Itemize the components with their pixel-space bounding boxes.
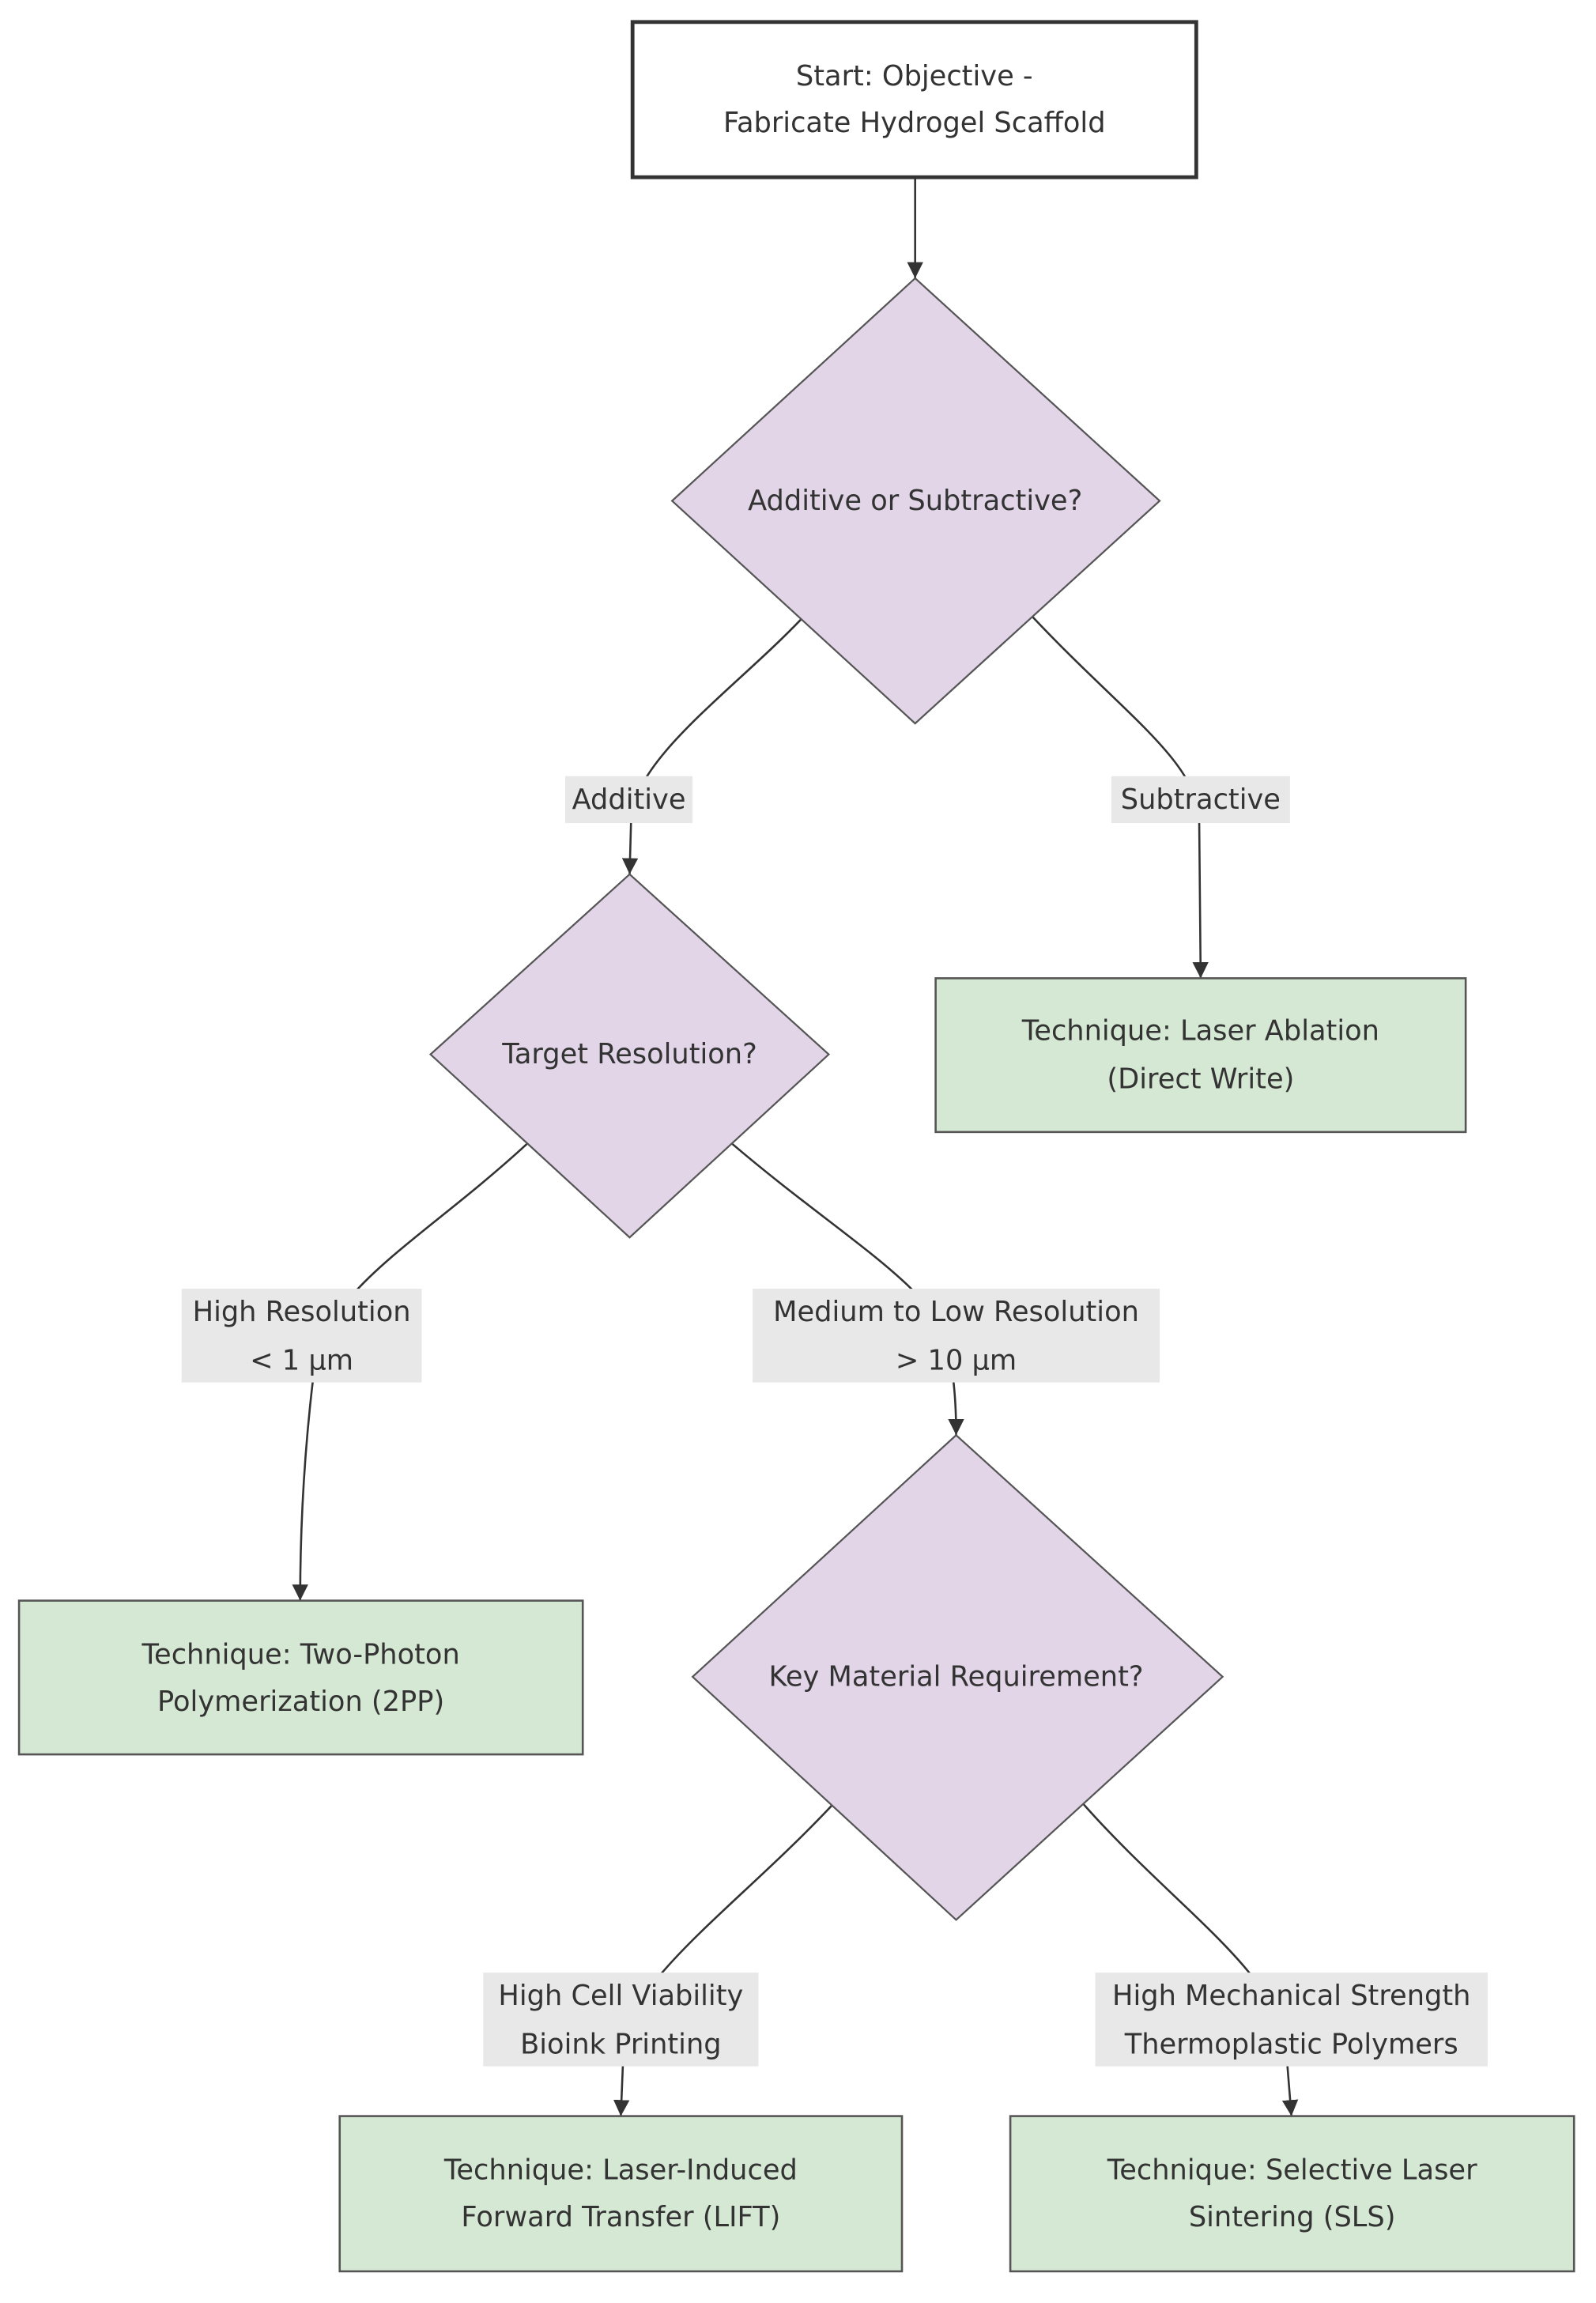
edge-additive: [621, 618, 802, 874]
technique-two-photon: Technique: Two-Photon Polymerization (2P…: [17, 1599, 584, 1756]
decision-additive-or-subtractive: Additive or Subtractive?: [670, 277, 1161, 725]
technique-text-line-2: Polymerization (2PP): [157, 1686, 444, 1718]
technique-box: [1009, 2115, 1575, 2273]
technique-text-line-1: Technique: Selective Laser: [1107, 2154, 1477, 2187]
edge-label-background: [181, 1289, 422, 1383]
technique-text-line-1: Technique: Laser Ablation: [1021, 1015, 1379, 1048]
edge-label-text-line-2: < 1 μm: [250, 1344, 353, 1376]
edge-label-text: Subtractive: [1121, 783, 1281, 816]
decision-text: Additive or Subtractive?: [748, 485, 1082, 517]
edge-label-high-resolution: High Resolution < 1 μm: [181, 1289, 422, 1383]
decision-diamond: [428, 873, 831, 1239]
nodes: Start: Objective - Fabricate Hydrogel Sc…: [17, 20, 1575, 2273]
technique-box: [338, 2115, 904, 2273]
edge-label-text-line-1: High Mechanical Strength: [1112, 1980, 1470, 2012]
decision-target-resolution: Target Resolution?: [428, 873, 831, 1239]
edge-label-background: [1111, 776, 1290, 824]
edge-label-background: [564, 776, 693, 824]
technique-sls: Technique: Selective Laser Sintering (SL…: [1009, 2115, 1575, 2273]
decision-text: Target Resolution?: [501, 1038, 757, 1070]
edge-label-medium-low-resolution: Medium to Low Resolution > 10 μm: [753, 1289, 1160, 1383]
technique-text-line-2: (Direct Write): [1107, 1063, 1294, 1096]
edge-label-high-mechanical-strength: High Mechanical Strength Thermoplastic P…: [1095, 1973, 1488, 2067]
decision-text: Key Material Requirement?: [769, 1660, 1144, 1693]
edge-label-text: Additive: [572, 783, 686, 816]
decision-diamond: [670, 277, 1161, 725]
edge-labels: Additive Subtractive High Resolution < 1…: [181, 776, 1488, 2067]
start-node-text-line-2: Fabricate Hydrogel Scaffold: [723, 107, 1106, 139]
decision-diamond: [691, 1433, 1224, 1921]
technique-box: [17, 1599, 584, 1756]
start-node: Start: Objective - Fabricate Hydrogel Sc…: [630, 20, 1198, 179]
edge-label-subtractive: Subtractive: [1111, 776, 1290, 824]
start-node-text-line-1: Start: Objective -: [796, 60, 1033, 92]
start-node-box: [630, 20, 1198, 179]
edge-high-mechanical-strength: [1082, 1803, 1299, 2116]
decision-key-material-requirement: Key Material Requirement?: [691, 1433, 1224, 1921]
edge-label-high-cell-viability: High Cell Viability Bioink Printing: [483, 1973, 759, 2067]
edge-label-background: [753, 1289, 1160, 1383]
technique-text-line-2: Forward Transfer (LIFT): [461, 2201, 780, 2233]
technique-box: [934, 977, 1467, 1134]
technique-laser-ablation: Technique: Laser Ablation (Direct Write): [934, 977, 1467, 1134]
technique-text-line-2: Sintering (SLS): [1189, 2201, 1396, 2233]
edge-high-cell-viability: [613, 1805, 833, 2116]
edge-label-background: [1095, 1973, 1488, 2067]
edge-label-text-line-1: High Resolution: [193, 1296, 411, 1328]
edge-label-text-line-1: Medium to Low Resolution: [773, 1296, 1139, 1328]
edge-label-text-line-2: Bioink Printing: [520, 2028, 721, 2060]
technique-lift: Technique: Laser-Induced Forward Transfe…: [338, 2115, 904, 2273]
edge-label-background: [483, 1973, 759, 2067]
technique-text-line-1: Technique: Laser-Induced: [443, 2154, 798, 2187]
edge-label-text-line-1: High Cell Viability: [498, 1980, 743, 2012]
edge-label-additive: Additive: [564, 776, 693, 824]
edge-label-text-line-2: Thermoplastic Polymers: [1124, 2028, 1458, 2060]
edge-label-text-line-2: > 10 μm: [896, 1344, 1017, 1376]
technique-text-line-1: Technique: Two-Photon: [141, 1639, 460, 1671]
